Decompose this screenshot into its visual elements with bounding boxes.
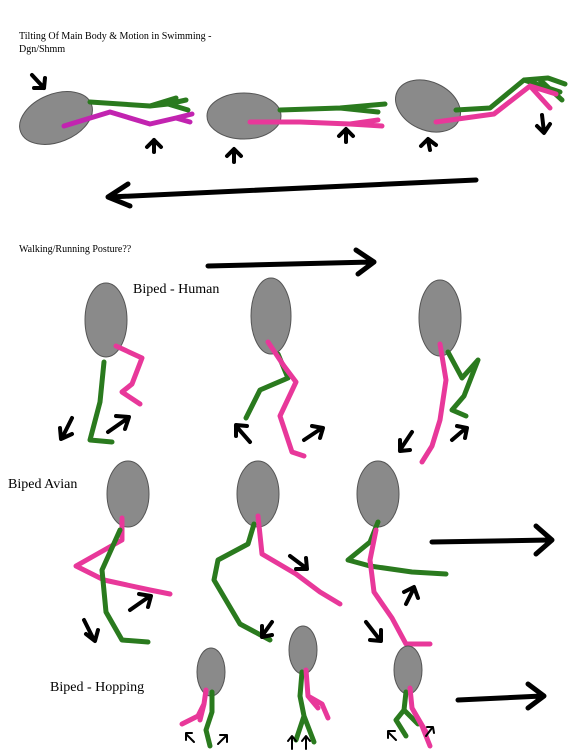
arrow-icon <box>337 127 355 144</box>
arrow-icon <box>185 732 195 743</box>
arrow-icon <box>402 585 420 606</box>
limb-magenta <box>61 109 195 129</box>
limb-pink <box>367 527 433 647</box>
arrow-icon <box>260 620 274 639</box>
walking-title: Walking/Running Posture?? <box>19 244 132 255</box>
arrow-icon <box>535 113 552 135</box>
arrow-icon <box>387 730 397 741</box>
human-pose-3 <box>398 279 481 465</box>
arrow-icon <box>106 414 131 434</box>
limb-pink <box>255 513 343 607</box>
arrow-icon <box>398 430 414 453</box>
limb-pink <box>433 83 559 125</box>
direction-arrow-right <box>455 681 547 711</box>
body-oval <box>250 277 292 355</box>
body-oval <box>84 282 128 358</box>
arrow-icon <box>128 592 153 612</box>
avian-pose-1 <box>73 460 173 645</box>
limb-pink <box>73 515 173 597</box>
swim-pose-1 <box>19 73 195 154</box>
direction-arrow-left <box>105 177 479 209</box>
arrow-icon <box>301 735 311 750</box>
limb-green <box>99 527 151 645</box>
body-oval <box>206 92 282 140</box>
limb-green <box>445 349 481 419</box>
limb-green <box>277 101 388 115</box>
arrow-icon <box>302 424 325 442</box>
human-pose-1 <box>58 282 145 445</box>
hop-pose-3 <box>387 645 435 749</box>
arrow-icon <box>288 554 309 571</box>
arrow-icon <box>287 735 297 750</box>
limb-pink <box>113 343 145 407</box>
hop-pose-1 <box>179 647 228 749</box>
arrow-icon <box>82 618 100 643</box>
swim-pose-3 <box>395 75 568 152</box>
direction-arrow-right <box>429 523 555 557</box>
section-label-human: Biped - Human <box>133 282 220 297</box>
limb-green <box>87 95 191 113</box>
body-oval <box>356 460 400 528</box>
arrow-icon <box>450 424 469 442</box>
limb-pink <box>247 117 385 129</box>
hop-pose-2 <box>287 625 331 750</box>
section-label-hopping: Biped - Hopping <box>50 680 145 695</box>
limb-pink <box>303 667 331 721</box>
arrow-icon <box>217 734 228 745</box>
avian-pose-3 <box>345 460 449 647</box>
limb-green <box>87 359 115 445</box>
arrow-icon <box>145 138 163 154</box>
limb-green <box>393 689 421 739</box>
limb-green <box>203 689 215 749</box>
limb-pink <box>179 687 209 727</box>
arrow-icon <box>234 423 252 444</box>
body-oval <box>288 625 318 675</box>
limb-pink <box>265 339 307 459</box>
body-oval <box>106 460 150 528</box>
arrow-icon <box>225 147 243 164</box>
arrow-icon <box>419 137 438 152</box>
limb-green <box>345 519 449 577</box>
limb-pink <box>419 341 449 465</box>
arrow-icon <box>425 726 435 737</box>
section-label-avian: Biped Avian <box>8 477 78 492</box>
arrow-icon <box>364 620 383 643</box>
arrow-icon <box>30 73 47 90</box>
direction-arrow-right <box>205 247 377 277</box>
arrow-icon <box>58 416 74 441</box>
body-oval <box>196 647 226 697</box>
limb-green <box>293 669 317 745</box>
avian-pose-2 <box>211 460 343 643</box>
body-oval <box>395 79 461 133</box>
swim-pose-2 <box>206 92 388 164</box>
limb-green <box>211 521 273 643</box>
human-pose-2 <box>234 277 325 459</box>
swimming-title: Tilting Of Main Body & Motion in Swimmin… <box>19 31 212 55</box>
